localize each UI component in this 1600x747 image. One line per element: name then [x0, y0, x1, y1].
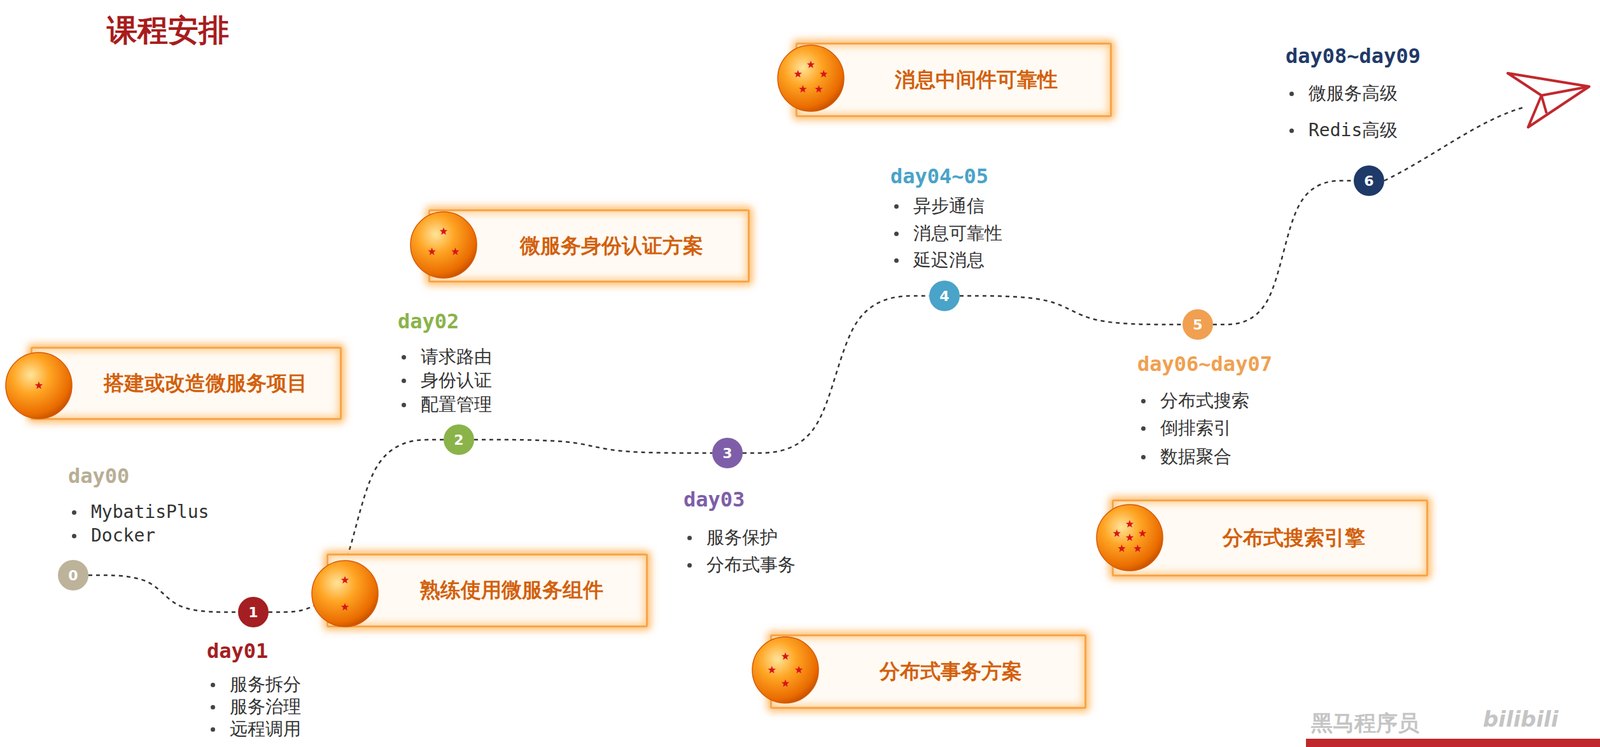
topic-bullet: Docker	[68, 524, 156, 548]
dashed-route	[1213, 180, 1354, 325]
topic-bullet: 倒排索引	[1137, 416, 1232, 440]
ball-star	[1138, 529, 1147, 538]
milestone-circle: 5	[1182, 309, 1214, 340]
topic-title: 分布式事务方案	[879, 658, 1023, 687]
milestone-number: 1	[248, 604, 258, 621]
milestone-number: 3	[722, 445, 732, 462]
dashed-route	[474, 439, 713, 454]
day-heading: day02	[397, 308, 459, 335]
ball-star	[1133, 544, 1142, 553]
dashed-route	[742, 295, 930, 454]
topic-bullet: 分布式事务	[683, 553, 796, 577]
ball-star	[1113, 529, 1121, 538]
ball-star	[794, 70, 802, 78]
watermark: bilibili	[1482, 706, 1559, 732]
ball-star	[768, 666, 776, 674]
ball-star	[341, 603, 349, 611]
milestone-circle: 3	[712, 437, 743, 469]
milestone-circle: 4	[929, 280, 960, 312]
ball-star	[1117, 544, 1126, 553]
topic-bullet: 微服务高级	[1285, 82, 1398, 106]
topic-banner: 分布式搜索引擎	[1111, 499, 1429, 577]
milestone-circle: 0	[57, 560, 89, 591]
topic-title: 分布式搜索引擎	[1222, 524, 1366, 553]
bottom-strip	[1305, 738, 1600, 747]
topic-bullet: 服务治理	[206, 695, 302, 719]
paper-plane	[1507, 73, 1590, 128]
topic-banner: 微服务身份认证方案	[428, 209, 750, 283]
watermark: 黑马程序员	[1311, 710, 1420, 736]
dragon-ball	[751, 636, 820, 704]
ball-star	[814, 85, 823, 93]
topic-banner: 分布式事务方案	[770, 634, 1087, 709]
milestone-number: 6	[1363, 173, 1374, 190]
milestone-circle: 2	[443, 424, 475, 456]
topic-title: 熟练使用微服务组件	[420, 576, 604, 605]
topic-bullet: 数据聚合	[1137, 445, 1232, 469]
dashed-route	[88, 575, 239, 613]
day-heading: day04~05	[890, 163, 989, 190]
page-title: 课程安排	[106, 10, 230, 51]
milestone-number: 4	[939, 288, 949, 305]
topic-title: 搭建或改造微服务项目	[103, 369, 308, 398]
day-heading: day08~day09	[1285, 43, 1421, 69]
ball-body	[777, 45, 844, 112]
ball-star	[451, 247, 459, 256]
topic-bullet: 请求路由	[397, 345, 492, 369]
dragon-ball	[409, 211, 478, 279]
milestone-circle: 1	[238, 596, 269, 628]
plane-trail	[1384, 106, 1525, 181]
dragon-ball	[5, 351, 73, 420]
topic-bullet: MybatisPlus	[68, 500, 209, 524]
dragon-ball	[311, 560, 379, 628]
ball-star	[781, 652, 790, 660]
ball-star	[798, 85, 807, 93]
day-heading: day06~day07	[1137, 351, 1273, 377]
dragon-ball	[777, 44, 845, 113]
ball-star	[35, 381, 43, 390]
ball-body	[5, 352, 72, 419]
ball-star	[1125, 533, 1134, 542]
plane-fold	[1541, 86, 1590, 96]
ball-star	[807, 60, 815, 69]
topic-title: 消息中间件可靠性	[894, 66, 1058, 95]
milestone-circle: 6	[1353, 165, 1385, 197]
ball-star	[794, 666, 803, 674]
ball-star	[781, 679, 790, 688]
topic-bullet: 身份认证	[397, 369, 492, 393]
milestone-number: 2	[453, 432, 464, 449]
topic-banner: 搭建或改造微服务项目	[30, 346, 342, 421]
milestone-number: 5	[1192, 316, 1203, 333]
dragon-ball	[1095, 504, 1164, 572]
topic-banner: 熟练使用微服务组件	[326, 553, 648, 628]
ball-star	[428, 247, 436, 256]
topic-bullet: 延迟消息	[890, 248, 985, 272]
topic-banner: 消息中间件可靠性	[795, 42, 1112, 118]
topic-bullet: Redis高级	[1285, 119, 1398, 142]
ball-star	[341, 575, 349, 584]
topic-bullet: 分布式搜索	[1137, 389, 1250, 413]
ball-body	[410, 211, 477, 279]
topic-bullet: 消息可靠性	[890, 222, 1003, 246]
day-heading: day01	[206, 638, 268, 664]
ball-body	[1096, 504, 1163, 571]
plane-outline	[1507, 73, 1590, 128]
topic-bullet: 远程调用	[206, 717, 302, 741]
ball-star	[439, 227, 448, 235]
plane-fold	[1541, 95, 1547, 114]
ball-star	[1125, 519, 1134, 528]
dashed-route	[959, 295, 1183, 325]
day-heading: day00	[68, 463, 130, 489]
day-heading: day03	[683, 486, 745, 513]
topic-title: 微服务身份认证方案	[519, 232, 704, 261]
ball-star	[819, 70, 828, 78]
ball-body	[311, 560, 379, 627]
milestone-number: 0	[68, 567, 78, 584]
topic-bullet: 服务拆分	[206, 673, 302, 697]
topic-bullet: 服务保护	[683, 526, 778, 550]
topic-bullet: 异步通信	[890, 194, 985, 218]
ball-body	[752, 637, 819, 704]
topic-bullet: 配置管理	[397, 393, 492, 417]
